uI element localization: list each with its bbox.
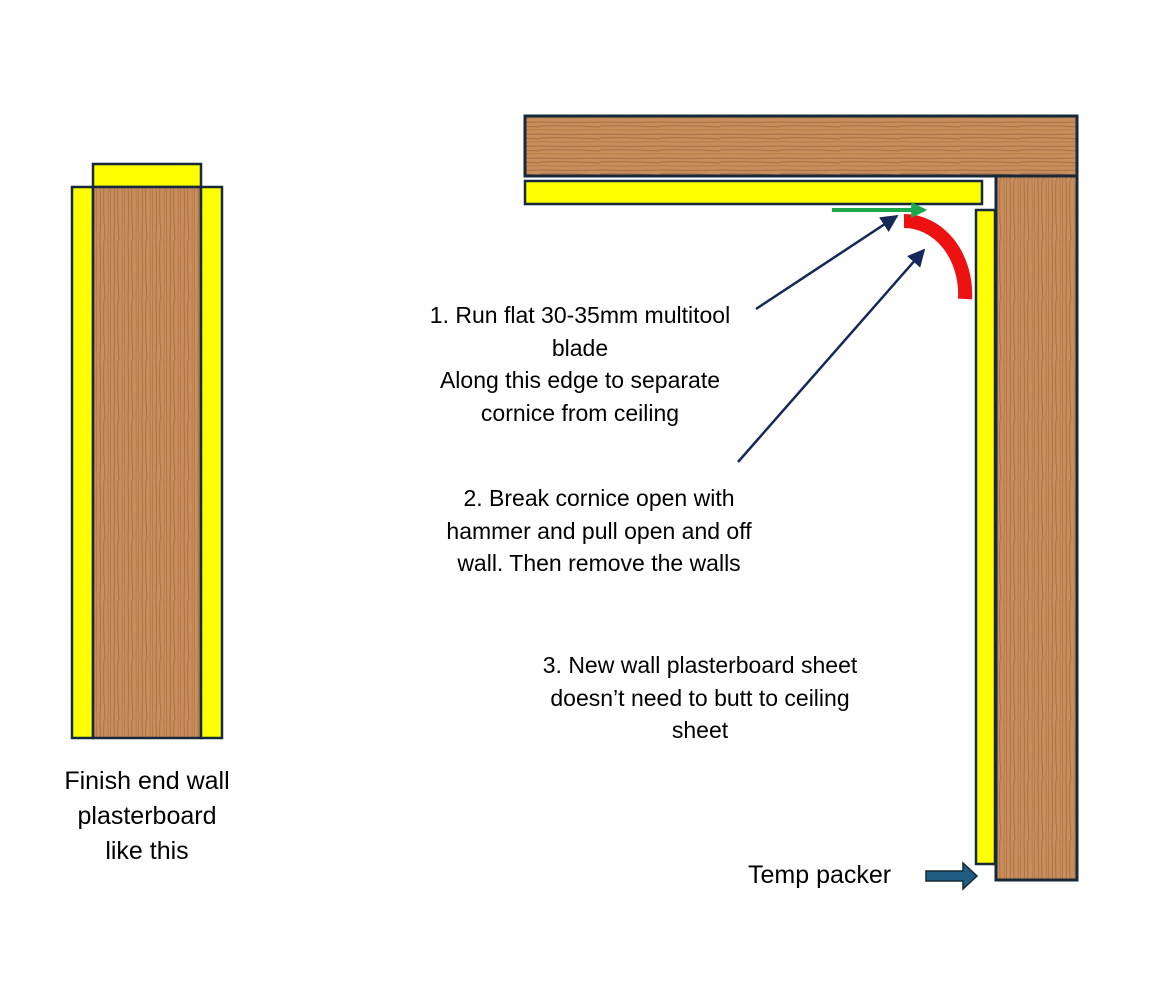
end-wall-left-plasterboard: [70, 185, 95, 740]
end-wall-top-plasterboard: [91, 162, 203, 189]
step1-pointer-arrow: [755, 214, 899, 311]
finish-end-wall-label: Finish end wall plasterboard like this: [20, 764, 274, 869]
end-wall-stud: [91, 185, 203, 740]
step1-line-4: cornice from ceiling: [480, 399, 680, 426]
step1-label: 1. Run flat 30-35mm multitool blade Alon…: [398, 299, 762, 429]
step2-line-1: 2. Break cornice open with: [463, 485, 735, 511]
step2-pointer-arrow: [737, 248, 926, 463]
step1-line-1: 1. Run flat 30-35mm multitool: [429, 302, 731, 328]
step1-line-3: Along this edge to separate: [439, 367, 721, 393]
step1-line-2: blade: [551, 334, 609, 361]
finish-label-line-2: plasterboard: [77, 802, 217, 830]
packer-arrow-icon: [925, 861, 979, 891]
ceiling-plasterboard: [523, 179, 984, 206]
wall-stud: [994, 174, 1079, 882]
finish-label-line-1: Finish end wall: [64, 767, 230, 795]
temp-packer-label: Temp packer: [748, 861, 892, 889]
step2-line-3: wall. Then remove the walls: [457, 550, 741, 576]
ceiling-joist: [523, 114, 1079, 178]
step3-label: 3. New wall plasterboard sheet doesn’t n…: [505, 649, 895, 747]
step3-line-2: doesn’t need to butt to ceiling: [550, 684, 850, 711]
cornice-shape: [903, 213, 973, 300]
step2-label: 2. Break cornice open with hammer and pu…: [420, 482, 778, 580]
finish-label-line-3: like this: [105, 837, 189, 865]
step2-line-2: hammer and pull open and off: [446, 517, 752, 544]
end-wall-section: [70, 162, 224, 740]
step3-line-3: sheet: [671, 717, 729, 743]
end-wall-right-plasterboard: [199, 185, 224, 740]
corner-section: [523, 114, 1079, 891]
wall-plasterboard: [974, 208, 997, 866]
step3-line-1: 3. New wall plasterboard sheet: [542, 652, 858, 678]
